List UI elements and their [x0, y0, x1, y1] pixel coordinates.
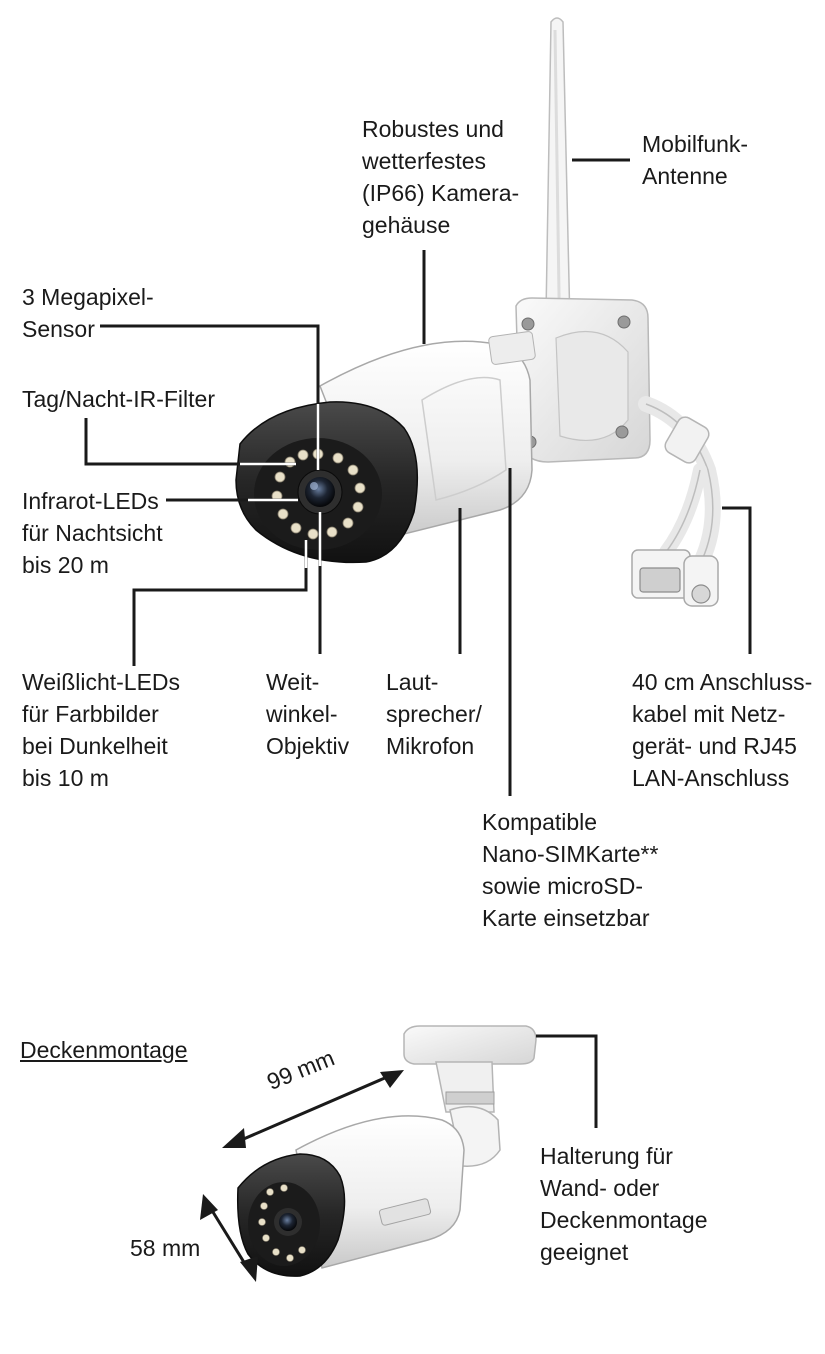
label-dim-diameter: 58 mm — [130, 1235, 201, 1261]
label-wide-lens: Weit- winkel- Objektiv — [266, 669, 350, 759]
ceiling-mount-illustration — [236, 1025, 537, 1277]
dim-diameter-head-bottom — [240, 1256, 258, 1282]
label-ir-filter: Tag/Nacht-IR-Filter — [22, 386, 215, 412]
label-sensor: 3 Megapixel- Sensor — [22, 284, 154, 342]
dim-length-head-left — [222, 1128, 246, 1148]
label-housing: Robustes und wetterfestes (IP66) Kamera-… — [362, 116, 520, 238]
label-ir-leds: Infrarot-LEDs für Nachtsicht bis 20 m — [22, 488, 163, 578]
label-speaker: Laut- sprecher/ Mikrofon — [386, 669, 482, 759]
dim-length-line — [231, 1072, 395, 1146]
leader-cable — [722, 506, 752, 654]
dim-length-head-right — [380, 1070, 404, 1088]
label-white-leds: Weißlicht-LEDs für Farbbilder bei Dunkel… — [22, 669, 181, 791]
dimension-arrows — [200, 1070, 404, 1282]
wall-mount-plate — [515, 297, 651, 463]
label-mount: Halterung für Wand- oder Deckenmontage g… — [540, 1143, 708, 1265]
label-antenna: Mobilfunk- Antenne — [642, 131, 749, 189]
dim-diameter-head-top — [200, 1194, 218, 1220]
leader-ir-filter — [84, 418, 296, 466]
label-ceiling-title: Deckenmontage — [20, 1037, 188, 1063]
leader-mount — [536, 1034, 598, 1128]
lens-bezel — [235, 401, 419, 564]
connection-cable — [631, 396, 721, 607]
leader-lines-white — [240, 404, 322, 568]
ir-led-ring — [271, 448, 366, 540]
dim-diameter-line — [206, 1203, 252, 1273]
label-cable: 40 cm Anschluss- kabel mit Netz- gerät- … — [632, 669, 813, 791]
label-sim: Kompatible Nano-SIMKarte** sowie microSD… — [482, 809, 659, 931]
main-camera-illustration — [235, 17, 721, 607]
